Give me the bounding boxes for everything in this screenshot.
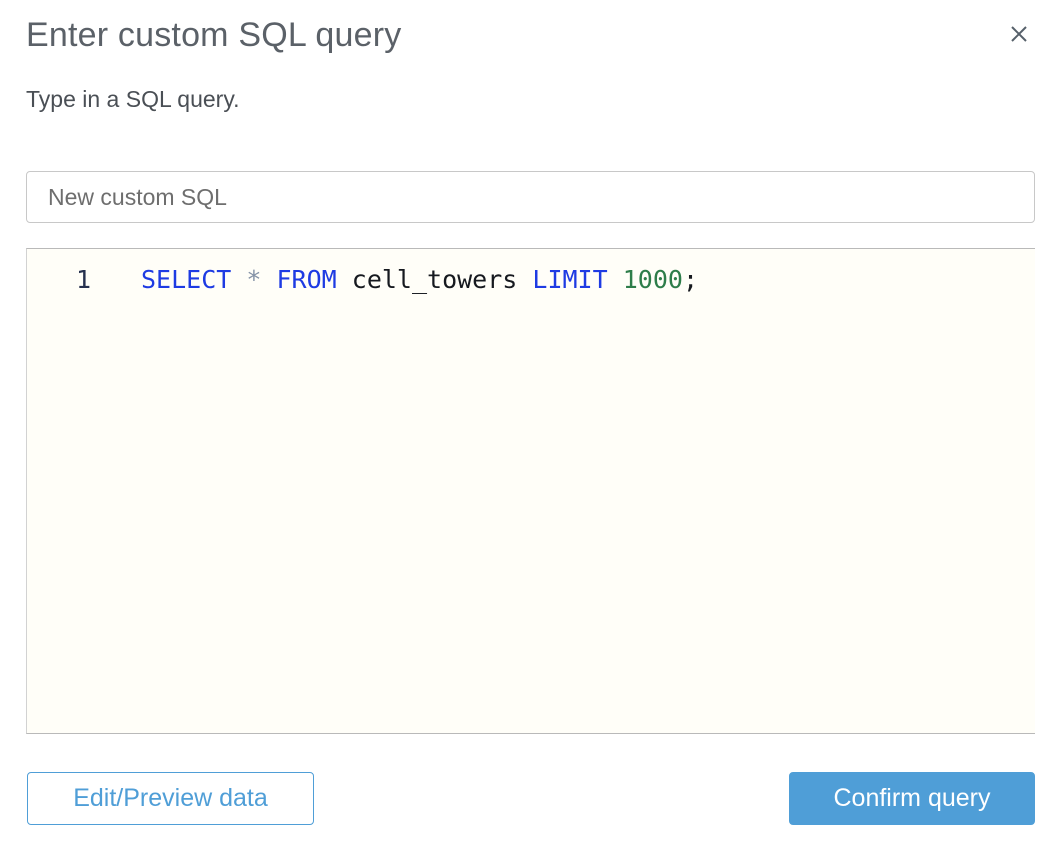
- sql-code-text: SELECT * FROM cell_towers LIMIT 1000;: [141, 265, 698, 294]
- close-icon: [1008, 23, 1030, 45]
- close-button[interactable]: [1005, 20, 1033, 48]
- edit-preview-data-button[interactable]: Edit/Preview data: [27, 772, 314, 825]
- confirm-query-button[interactable]: Confirm query: [789, 772, 1035, 825]
- sql-code-editor[interactable]: 1 SELECT * FROM cell_towers LIMIT 1000;: [26, 248, 1035, 734]
- dialog-subtitle: Type in a SQL query.: [26, 86, 240, 112]
- code-line: 1 SELECT * FROM cell_towers LIMIT 1000;: [27, 249, 1035, 297]
- line-number: 1: [75, 265, 91, 294]
- dialog-title: Enter custom SQL query: [26, 16, 402, 54]
- sql-name-input[interactable]: [26, 171, 1035, 223]
